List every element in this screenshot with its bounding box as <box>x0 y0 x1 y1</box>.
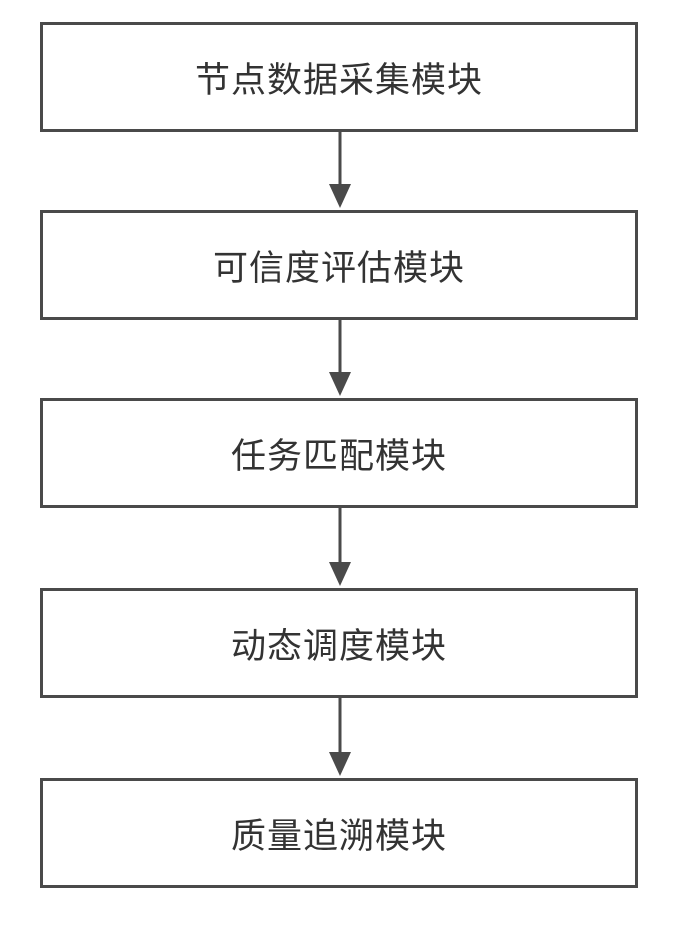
arrow-down-icon <box>325 508 355 588</box>
arrow-down-icon <box>325 320 355 398</box>
arrow-down-icon <box>325 132 355 210</box>
node-dynamic-scheduling-module: 动态调度模块 <box>40 588 638 698</box>
node-label: 可信度评估模块 <box>213 240 465 291</box>
node-label: 动态调度模块 <box>231 618 447 669</box>
node-credibility-evaluation-module: 可信度评估模块 <box>40 210 638 320</box>
arrow-down-icon <box>325 698 355 778</box>
node-label: 节点数据采集模块 <box>195 52 483 103</box>
node-label: 任务匹配模块 <box>231 428 447 479</box>
node-data-collection-module: 节点数据采集模块 <box>40 22 638 132</box>
node-task-matching-module: 任务匹配模块 <box>40 398 638 508</box>
node-quality-traceability-module: 质量追溯模块 <box>40 778 638 888</box>
node-label: 质量追溯模块 <box>231 808 447 859</box>
